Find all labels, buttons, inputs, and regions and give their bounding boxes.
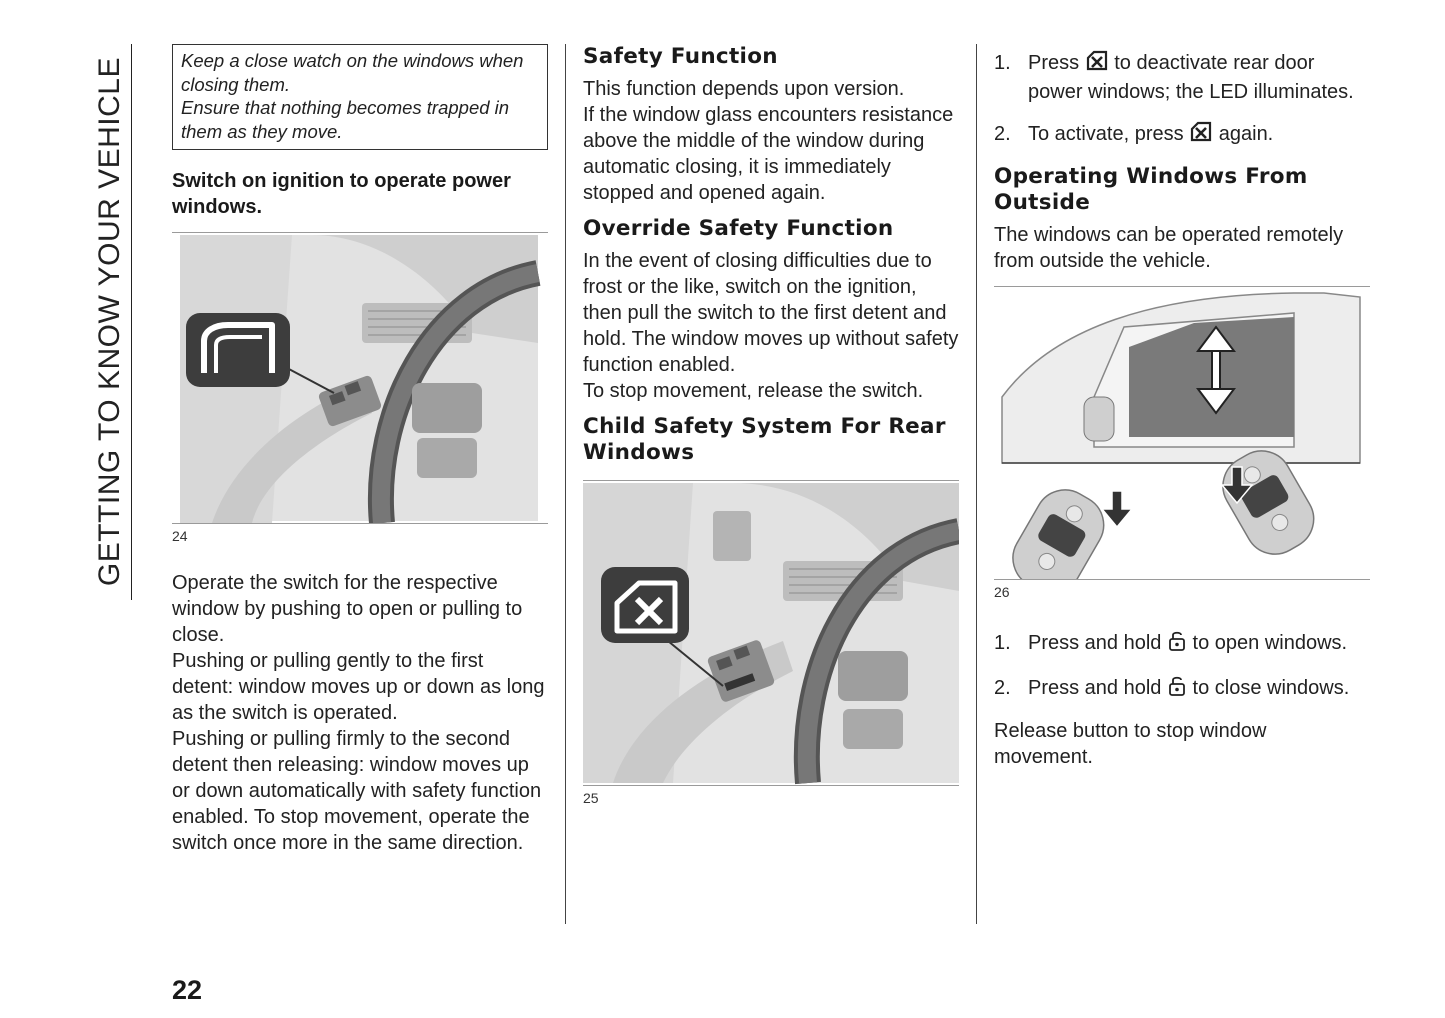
child-step-2: 2. To activate, press again. (994, 121, 1370, 150)
override-paragraph-1: In the event of closing difficulties due… (583, 250, 959, 376)
heading-safety-function: Safety Function (583, 44, 778, 69)
figure-24-label: 24 (172, 528, 188, 544)
override-paragraph-2: To stop movement, release the switch. (583, 380, 924, 402)
figure-26 (994, 286, 1370, 594)
outside-paragraph: The windows can be operated remotely fro… (994, 224, 1344, 272)
warning-box: Keep a close watch on the windows when c… (172, 44, 548, 150)
safety-paragraph-1: This function depends upon version. (583, 78, 905, 100)
remote-windows-illustration (1001, 292, 1361, 594)
figure-25 (583, 480, 962, 786)
heading-child-safety: Child Safety System For Rear Windows (583, 414, 946, 465)
padlock-open-icon (1167, 630, 1187, 659)
column-3: 1. Press to deactivate rear door power w… (994, 44, 1370, 770)
window-lock-icon (1189, 121, 1213, 150)
column-2: Safety Function This function depends up… (583, 44, 962, 806)
padlock-open-icon (1167, 675, 1187, 704)
child-lock-switch-illustration (583, 483, 962, 785)
operate-paragraph-2: Pushing or pulling gently to the first d… (172, 650, 545, 724)
window-lock-icon (1085, 50, 1109, 79)
column-1: Keep a close watch on the windows when c… (172, 44, 548, 856)
ignition-note: Switch on ignition to operate power wind… (172, 170, 511, 218)
warning-line-1: Keep a close watch on the windows when c… (181, 50, 524, 95)
remote-step-1: 1. Press and hold to open windows. (994, 630, 1370, 659)
chapter-side-title: GETTING TO KNOW YOUR VEHICLE (88, 44, 132, 600)
door-switch-illustration (180, 235, 541, 525)
figure-24 (172, 232, 548, 525)
child-step-1: 1. Press to deactivate rear door power w… (994, 50, 1354, 103)
figure-26-label: 26 (994, 584, 1010, 600)
window-operation-text: Operate the switch for the respective wi… (172, 570, 548, 856)
warning-line-2: Ensure that nothing becomes trapped in t… (181, 97, 510, 142)
remote-steps: 1. Press and hold to open windows. 2. Pr… (994, 630, 1370, 704)
remote-step-2: 2. Press and hold to close windows. (994, 675, 1370, 704)
child-lock-steps: 1. Press to deactivate rear door power w… (994, 50, 1370, 150)
column-divider-1 (565, 44, 567, 924)
safety-paragraph-2: If the window glass encounters resistanc… (583, 104, 954, 204)
operate-paragraph-3: Pushing or pulling firmly to the second … (172, 728, 542, 854)
chapter-title-text: GETTING TO KNOW YOUR VEHICLE (93, 57, 126, 587)
figure-25-label: 25 (583, 790, 599, 806)
release-paragraph: Release button to stop window movement. (994, 720, 1267, 768)
page-number: 22 (172, 975, 203, 1005)
column-divider-2 (976, 44, 978, 924)
operate-paragraph-1: Operate the switch for the respective wi… (172, 572, 523, 646)
heading-operating-outside: Operating Windows From Outside (994, 164, 1308, 215)
heading-override-safety: Override Safety Function (583, 216, 894, 241)
